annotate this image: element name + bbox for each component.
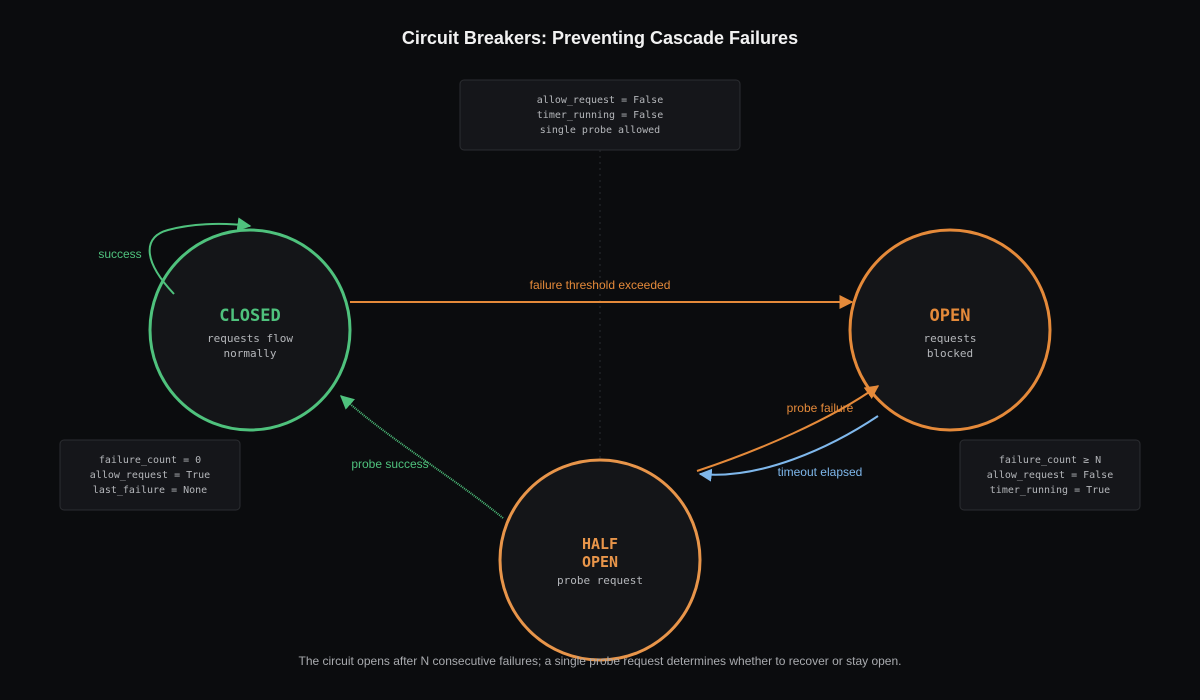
diagram-caption: The circuit opens after N consecutive fa… (299, 654, 902, 668)
timeout-elapsed-arrow (698, 415, 879, 482)
info-line: failure_count ≥ N (999, 455, 1101, 466)
failure-threshold-label: failure threshold exceeded (530, 278, 671, 292)
open-state-description: requests (924, 332, 977, 345)
info-line: allow_request = True (90, 470, 210, 481)
probe-failure-arrow (696, 385, 880, 472)
timeout-elapsed-label: timeout elapsed (778, 465, 863, 479)
probe-success-arrow (339, 395, 504, 519)
info-line: timer_running = False (537, 110, 663, 121)
open-state-node (848, 228, 1052, 432)
probe-success-label: probe success (351, 457, 428, 471)
info-line: last_failure = None (93, 485, 207, 496)
success-transition-label: success (98, 247, 141, 261)
closed-state-node (148, 228, 352, 432)
closed-state-description: normally (224, 347, 277, 360)
info-line: failure_count = 0 (99, 455, 201, 466)
open-state-description: blocked (927, 347, 973, 360)
half-open-state-label: OPEN (582, 553, 618, 571)
probe-failure-label: probe failure (787, 401, 854, 415)
half-open-state-description: probe request (557, 574, 643, 587)
info-line: timer_running = True (990, 485, 1110, 496)
success-self-loop-arrow (148, 217, 252, 295)
open-state-label: OPEN (930, 306, 971, 326)
half-open-info-box: allow_request = False timer_running = Fa… (459, 79, 741, 151)
closed-info-box: failure_count = 0 allow_request = True l… (59, 439, 241, 511)
half-open-state-node (498, 458, 702, 662)
closed-state-description: requests flow (207, 332, 293, 345)
info-line: single probe allowed (540, 125, 660, 136)
half-open-state-label: HALF (582, 535, 618, 553)
open-info-box: failure_count ≥ N allow_request = False … (959, 439, 1141, 511)
info-line: allow_request = False (987, 470, 1113, 481)
info-line: allow_request = False (537, 95, 663, 106)
diagram-title: Circuit Breakers: Preventing Cascade Fai… (402, 28, 798, 48)
closed-state-label: CLOSED (219, 306, 280, 326)
